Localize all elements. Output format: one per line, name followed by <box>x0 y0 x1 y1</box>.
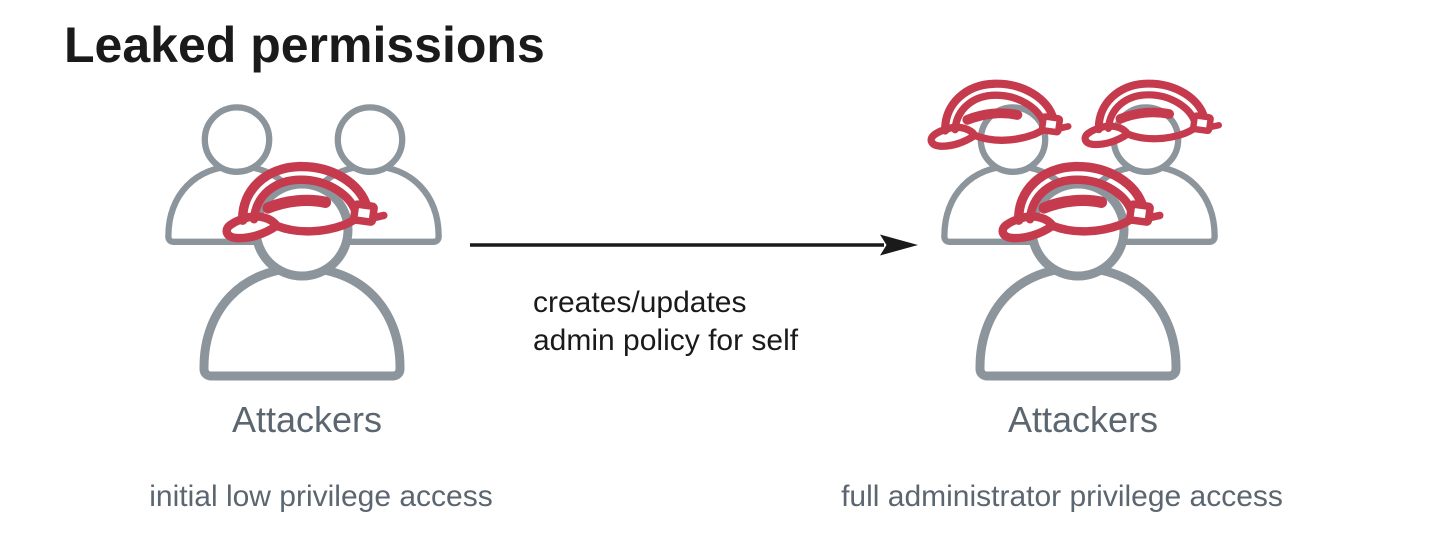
attacker-group-right <box>876 73 1286 408</box>
group-label-left: Attackers <box>231 399 383 440</box>
arrow-head <box>880 234 918 256</box>
attacker-cap-icon <box>1085 84 1219 145</box>
group-caption-left: initial low privilege access <box>149 480 493 513</box>
transition-label: creates/updates admin policy for self <box>533 284 798 360</box>
group-caption-right: full administrator privilege access <box>841 480 1283 513</box>
transition-label-line2: admin policy for self <box>533 324 799 357</box>
page-title: Leaked permissions <box>64 17 545 73</box>
arrow-icon <box>470 234 918 256</box>
group-label-right: Attackers <box>1007 399 1159 440</box>
attacker-group-left <box>100 73 510 408</box>
transition-label-line1: creates/updates <box>533 286 747 319</box>
